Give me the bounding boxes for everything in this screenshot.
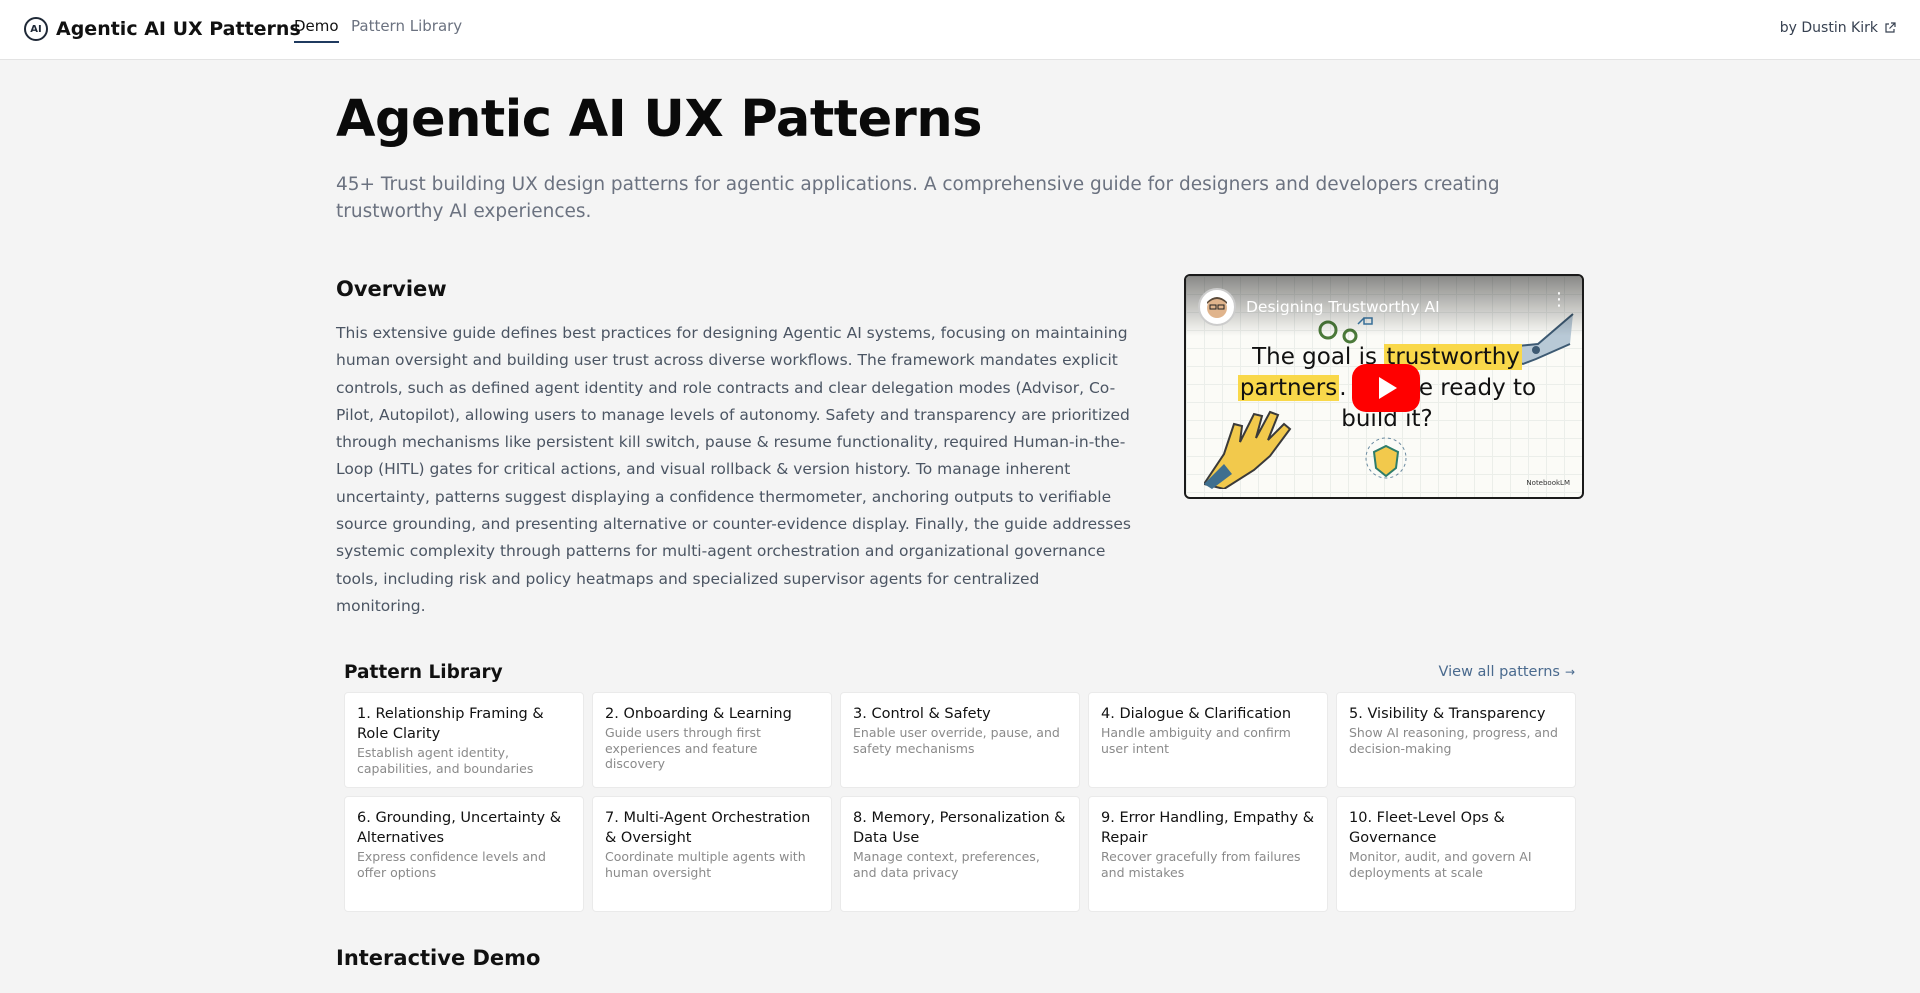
pattern-card-grid: 1. Relationship Framing & Role Clarity E…: [344, 692, 1576, 912]
interactive-demo-heading: Interactive Demo: [336, 946, 541, 970]
pattern-card[interactable]: 4. Dialogue & Clarification Handle ambig…: [1088, 692, 1328, 788]
overview-heading: Overview: [336, 277, 447, 301]
video-brand-label: NotebookLM: [1526, 479, 1570, 487]
page-subtitle: 45+ Trust building UX design patterns fo…: [336, 174, 1500, 222]
video-embed[interactable]: The goal is trustworthy partners. Are we…: [1184, 274, 1584, 499]
pattern-card-desc: Manage context, preferences, and data pr…: [853, 849, 1040, 880]
youtube-play-icon[interactable]: [1352, 364, 1420, 412]
pattern-card[interactable]: 10. Fleet-Level Ops & Governance Monitor…: [1336, 796, 1576, 912]
video-headline-part1: The goal is: [1252, 344, 1385, 370]
pattern-card-desc: Express confidence levels and offer opti…: [357, 849, 546, 880]
pattern-card-title: 7. Multi-Agent Orchestration & Oversight: [605, 810, 811, 846]
brand[interactable]: AI Agentic AI UX Patterns: [24, 17, 301, 41]
video-header: [1186, 276, 1582, 336]
tab-pattern-library[interactable]: Pattern Library: [351, 17, 463, 35]
pattern-card[interactable]: 1. Relationship Framing & Role Clarity E…: [344, 692, 584, 788]
channel-avatar[interactable]: [1198, 288, 1236, 326]
author-link-label: by Dustin Kirk: [1779, 20, 1878, 36]
pattern-card[interactable]: 7. Multi-Agent Orchestration & Oversight…: [592, 796, 832, 912]
app-title: Agentic AI UX Patterns: [56, 18, 301, 40]
view-all-patterns-link[interactable]: View all patterns →: [1439, 664, 1575, 680]
gears-icon: [1318, 317, 1373, 344]
pattern-card-title: 5. Visibility & Transparency: [1349, 706, 1546, 722]
arrow-right-icon: →: [1564, 665, 1575, 679]
play-triangle: [1379, 377, 1397, 399]
pattern-card-desc: Guide users through first experiences an…: [605, 725, 761, 771]
human-hand-icon: [1204, 410, 1292, 489]
pattern-card-title: 10. Fleet-Level Ops & Governance: [1349, 810, 1505, 846]
video-title[interactable]: Designing Trustworthy AI: [1246, 298, 1440, 316]
page-title: Agentic AI UX Patterns: [336, 90, 983, 149]
pattern-card-desc: Recover gracefully from failures and mis…: [1101, 849, 1301, 880]
pattern-card-desc: Handle ambiguity and confirm user intent: [1101, 725, 1291, 756]
avatar-face-icon: [1207, 297, 1227, 318]
overview-body: This extensive guide defines best practi…: [336, 324, 1131, 615]
top-nav: AI Agentic AI UX Patterns Demo Pattern L…: [0, 0, 1920, 60]
pattern-card-desc: Show AI reasoning, progress, and decisio…: [1349, 725, 1558, 756]
pattern-card[interactable]: 2. Onboarding & Learning Guide users thr…: [592, 692, 832, 788]
pattern-card[interactable]: 8. Memory, Personalization & Data Use Ma…: [840, 796, 1080, 912]
pattern-card-title: 9. Error Handling, Empathy & Repair: [1101, 810, 1314, 846]
author-link[interactable]: by Dustin Kirk: [1780, 20, 1896, 36]
pattern-card-desc: Enable user override, pause, and safety …: [853, 725, 1060, 756]
pattern-card-title: 4. Dialogue & Clarification: [1101, 706, 1292, 722]
pattern-card[interactable]: 6. Grounding, Uncertainty & Alternatives…: [344, 796, 584, 912]
pattern-card-desc: Monitor, audit, and govern AI deployment…: [1349, 849, 1532, 880]
pattern-card[interactable]: 9. Error Handling, Empathy & Repair Reco…: [1088, 796, 1328, 912]
pattern-card-desc: Establish agent identity, capabilities, …: [357, 745, 534, 776]
pattern-card[interactable]: 5. Visibility & Transparency Show AI rea…: [1336, 692, 1576, 788]
pattern-library-heading: Pattern Library: [344, 662, 503, 683]
pattern-card-title: 1. Relationship Framing & Role Clarity: [357, 706, 544, 742]
tab-demo[interactable]: Demo: [294, 17, 339, 43]
video-headline-highlight2: partners: [1237, 375, 1340, 401]
view-all-patterns-label: View all patterns: [1438, 664, 1560, 680]
pattern-card-title: 3. Control & Safety: [853, 706, 991, 722]
external-link-icon: [1885, 22, 1896, 33]
more-options-icon[interactable]: ⋮: [1550, 289, 1568, 310]
pattern-card-title: 2. Onboarding & Learning: [605, 706, 792, 722]
pattern-card-title: 6. Grounding, Uncertainty & Alternatives: [357, 810, 562, 846]
shield-network-icon: [1365, 437, 1407, 479]
pattern-card-title: 8. Memory, Personalization & Data Use: [853, 810, 1066, 846]
ai-logo-icon: AI: [24, 17, 48, 41]
pattern-card-desc: Coordinate multiple agents with human ov…: [605, 849, 806, 880]
pattern-card[interactable]: 3. Control & Safety Enable user override…: [840, 692, 1080, 788]
